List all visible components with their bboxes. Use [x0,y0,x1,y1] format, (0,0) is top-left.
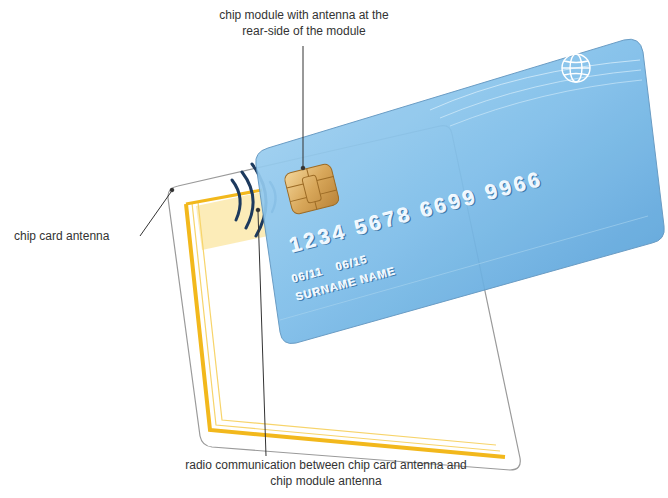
card-outline [256,39,665,343]
globe-logo [562,54,590,82]
callout-label: chip card antenna [14,229,134,245]
leader-line [140,192,171,236]
blue-card [256,39,665,343]
chip-module [283,163,340,215]
leader-line [258,212,266,456]
leader-line [303,46,304,166]
leader-lines [140,46,305,456]
callout-label: radio communication between chip card an… [176,458,476,489]
callout-label: chip module with antenna at the rear-sid… [212,8,396,39]
card-number: 1234 5678 6699 9966 [286,165,546,259]
